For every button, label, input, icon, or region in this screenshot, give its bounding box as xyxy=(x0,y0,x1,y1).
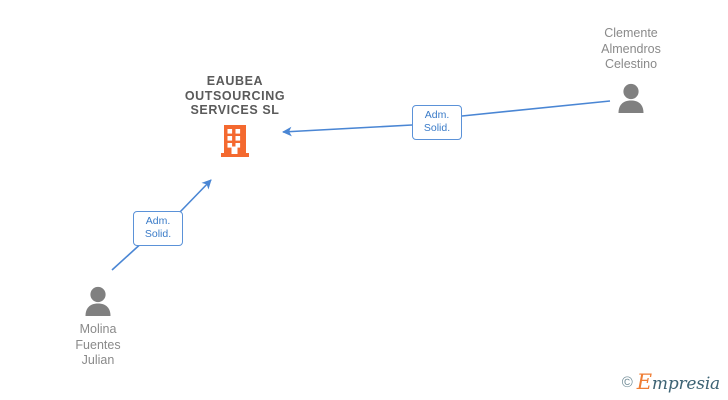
person-name: Clemente Almendros Celestino xyxy=(601,26,661,71)
person-icon xyxy=(81,286,115,316)
company-title: EAUBEA OUTSOURCING SERVICES SL xyxy=(184,74,286,117)
building-icon xyxy=(221,124,249,158)
brand-initial: E xyxy=(636,370,652,394)
brand-name: mpresia xyxy=(651,374,720,394)
person-icon xyxy=(614,83,648,113)
edge-label-clemente[interactable]: Adm. Solid. xyxy=(412,105,462,140)
edge-label-molina[interactable]: Adm. Solid. xyxy=(133,211,183,246)
person-node-molina[interactable]: Molina Fuentes Julian xyxy=(38,286,158,369)
copyright-icon: © xyxy=(621,374,633,391)
person-node-clemente[interactable]: Clemente Almendros Celestino xyxy=(571,26,691,113)
edge-clemente-to-company xyxy=(282,100,611,137)
brand-logo: Empresia xyxy=(637,372,720,393)
watermark: © Empresia xyxy=(622,372,720,393)
company-node[interactable]: EAUBEA OUTSOURCING SERVICES SL xyxy=(160,74,310,158)
person-name: Molina Fuentes Julian xyxy=(75,322,121,367)
